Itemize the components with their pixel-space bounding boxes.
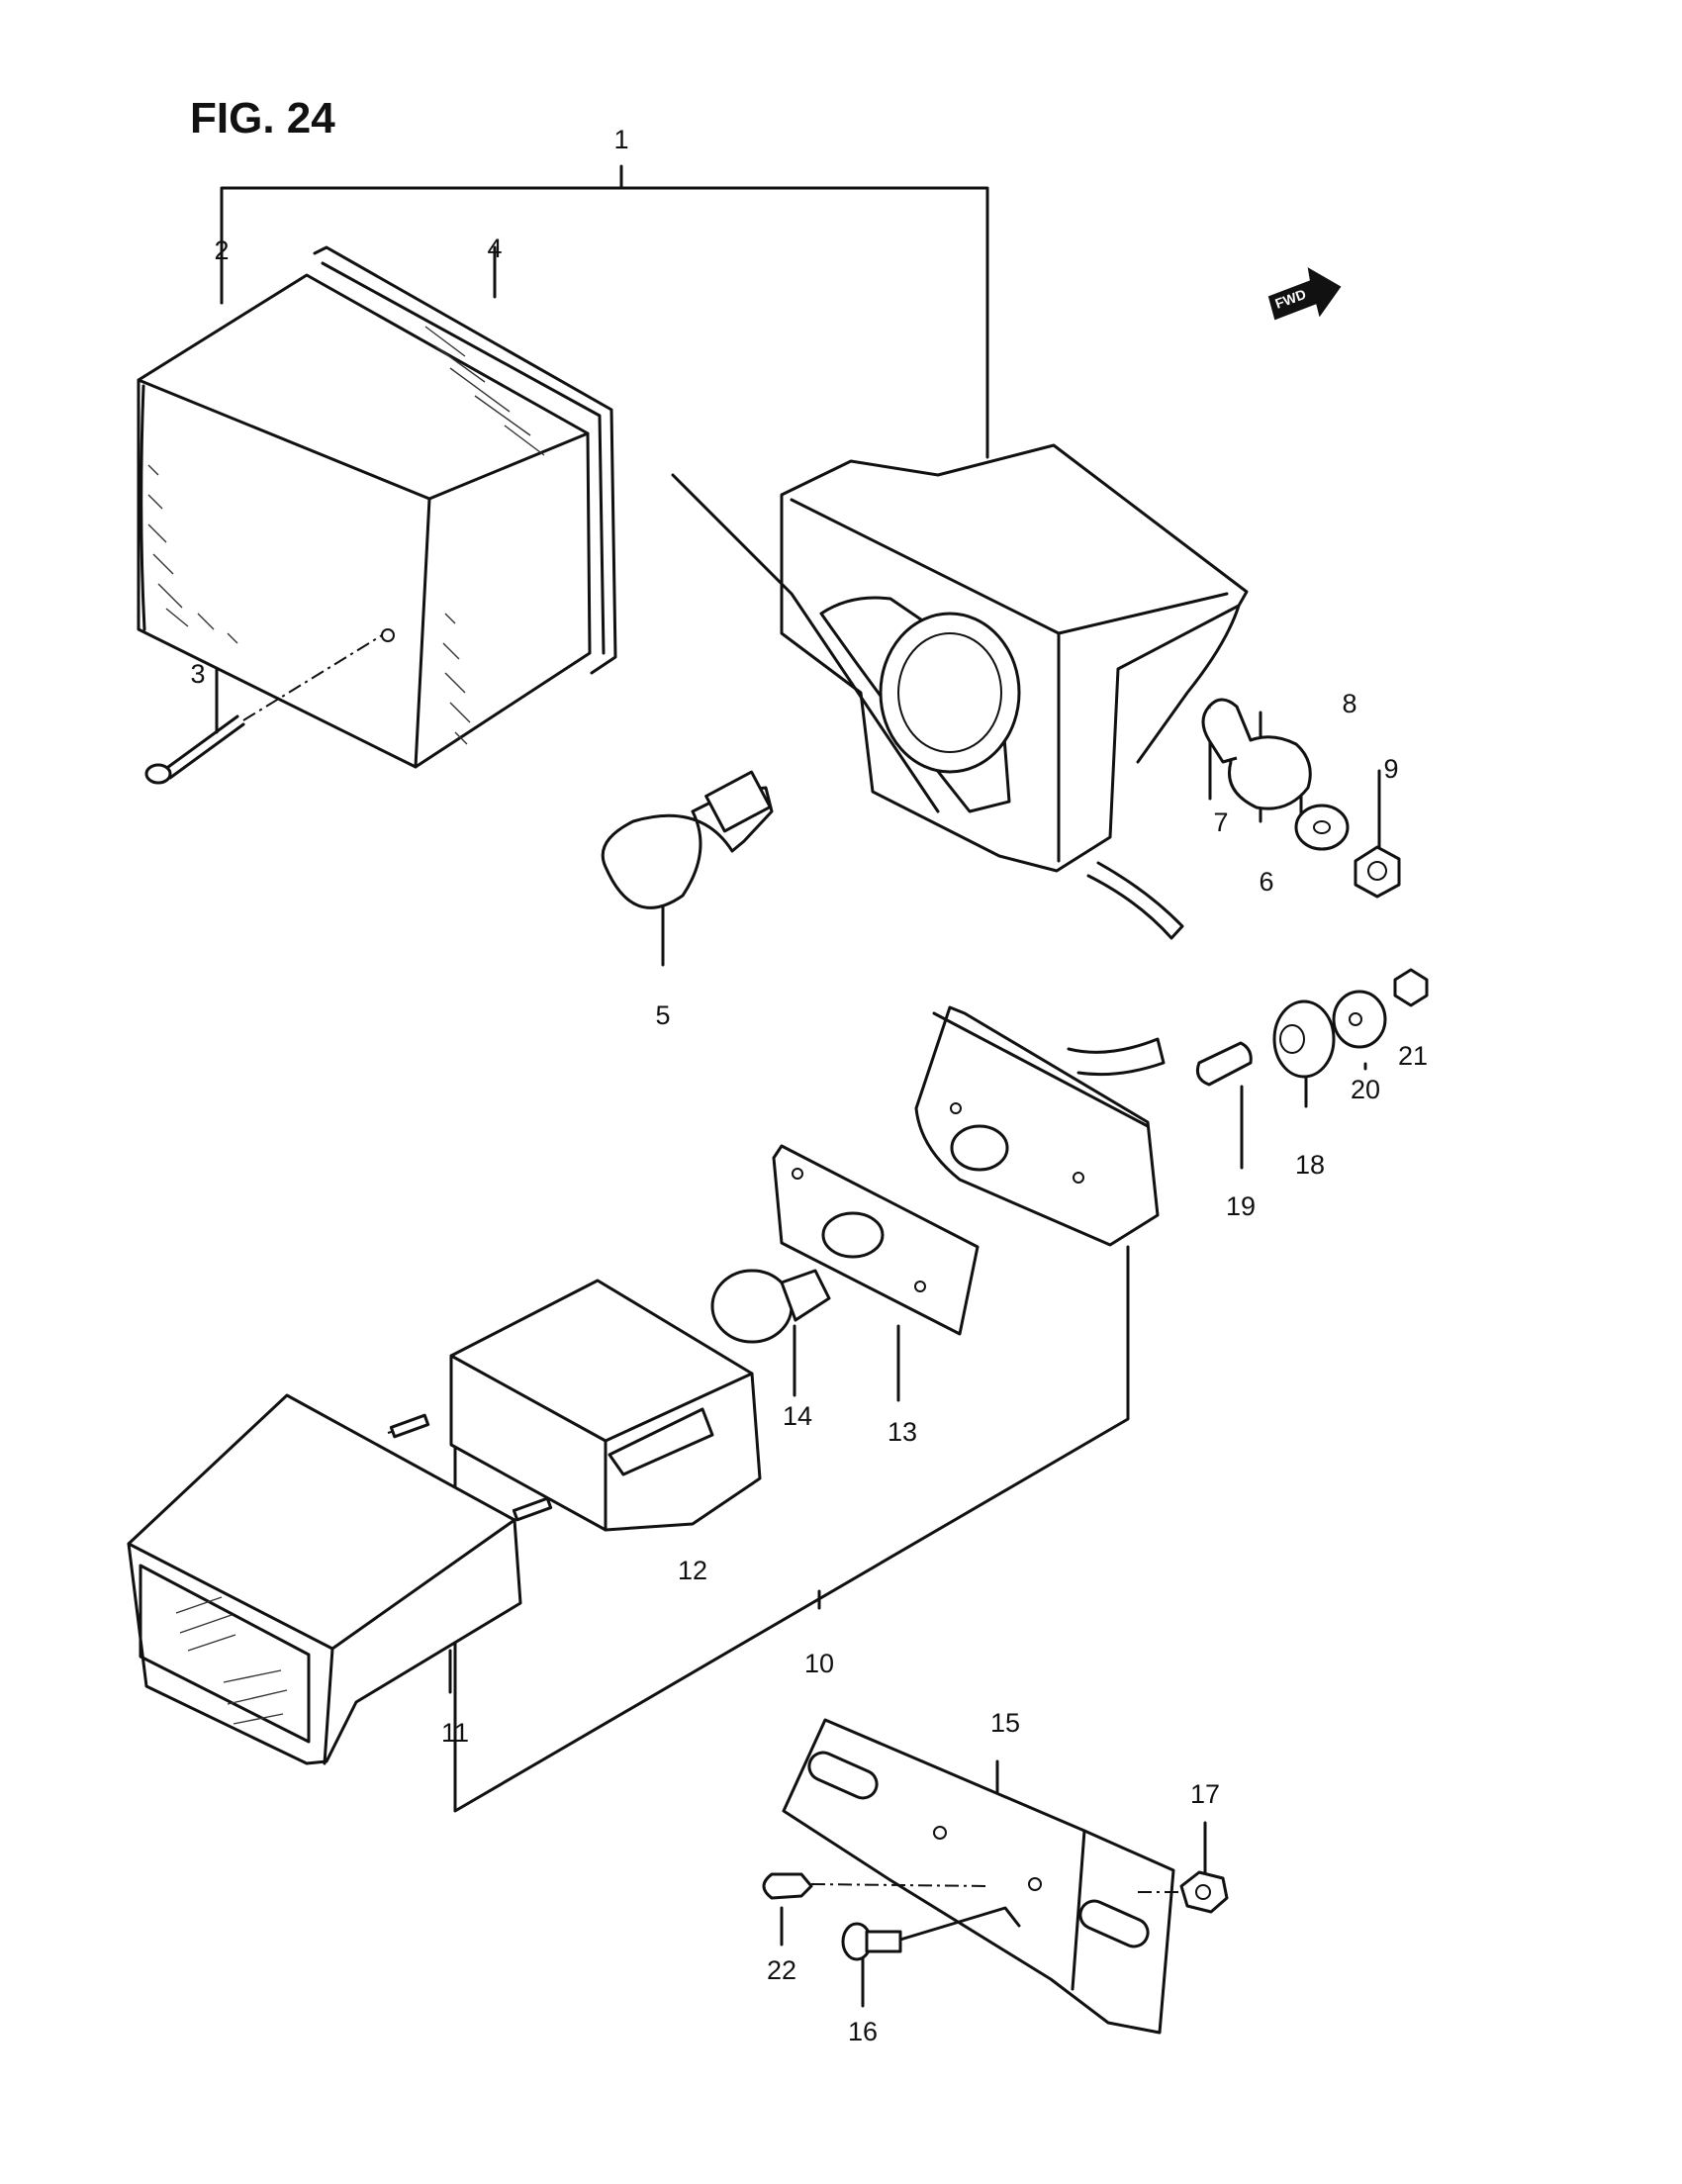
figure-title: FIG. 24 xyxy=(190,94,335,142)
callout-7: 7 xyxy=(1213,807,1228,837)
lamp-housing xyxy=(671,443,1249,940)
callout-10: 10 xyxy=(804,1649,834,1678)
callout-8: 8 xyxy=(1342,689,1356,718)
callout-12: 12 xyxy=(678,1556,707,1585)
callout-22: 22 xyxy=(767,1955,796,1985)
callout-21: 21 xyxy=(1398,1041,1428,1071)
callout-2: 2 xyxy=(214,236,229,265)
bolt xyxy=(841,1906,1021,1961)
callout-9: 9 xyxy=(1383,754,1398,784)
callout-16: 16 xyxy=(848,2017,878,2046)
grommet xyxy=(1272,999,1336,1079)
callout-13: 13 xyxy=(888,1417,917,1447)
lens-gasket xyxy=(313,245,617,675)
callout-3: 3 xyxy=(190,659,205,689)
socket-washer xyxy=(1294,804,1350,851)
plate-bracket xyxy=(782,1718,1175,2035)
tail-lamp-lens xyxy=(127,1393,553,1765)
callout-labels: 1 2 3 4 5 6 7 8 9 10 11 12 13 14 15 16 1… xyxy=(190,125,1428,2046)
license-lamp-cover xyxy=(449,1279,762,1532)
callout-14: 14 xyxy=(783,1401,812,1431)
bracket-nut xyxy=(1138,1870,1229,1914)
clip xyxy=(762,1872,990,1900)
callout-15: 15 xyxy=(990,1708,1020,1738)
callout-1: 1 xyxy=(613,125,628,154)
license-lamp-housing xyxy=(914,1005,1166,1247)
fwd-arrow-icon: FWD xyxy=(1267,267,1342,321)
grommet-washer xyxy=(1332,990,1387,1049)
callout-6: 6 xyxy=(1259,867,1273,897)
grommet-nut xyxy=(1393,968,1429,1007)
spacer xyxy=(1195,1041,1253,1087)
callout-20: 20 xyxy=(1351,1075,1380,1104)
socket-nut xyxy=(1354,845,1401,899)
callout-18: 18 xyxy=(1295,1150,1325,1180)
screw xyxy=(144,634,383,785)
tail-bulb xyxy=(601,770,774,909)
callout-4: 4 xyxy=(487,234,502,263)
callout-11: 11 xyxy=(441,1718,469,1748)
callout-17: 17 xyxy=(1190,1779,1220,1809)
callout-5: 5 xyxy=(655,1000,670,1030)
callout-19: 19 xyxy=(1226,1191,1256,1221)
lamp-socket xyxy=(1201,698,1312,810)
rear-lens xyxy=(137,273,592,769)
license-bulb xyxy=(710,1269,831,1344)
lamp-bracket xyxy=(772,1144,980,1336)
